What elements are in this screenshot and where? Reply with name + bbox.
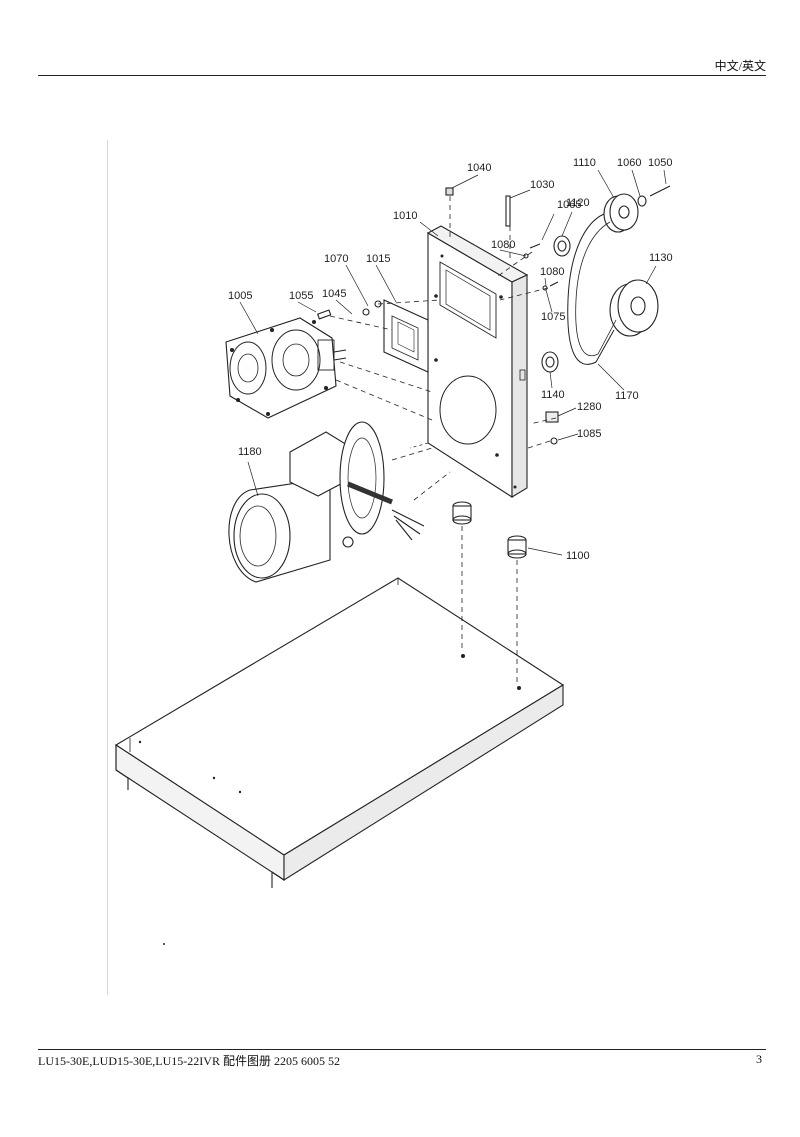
page-footer: LU15-30E,LUD15-30E,LU15-22IVR 配件图册 2205 … xyxy=(0,1040,800,1080)
part-label: 1030 xyxy=(530,179,554,191)
part-label: 1070 xyxy=(324,253,348,265)
gasket-plate xyxy=(383,299,429,373)
part-label: 1010 xyxy=(393,210,417,222)
rubber-mounts xyxy=(452,501,527,559)
part-label: 1060 xyxy=(617,157,641,169)
part-label: 1080 xyxy=(540,266,564,278)
part-label: 1130 xyxy=(649,252,673,264)
compressor-element xyxy=(225,317,347,419)
part-label: 1170 xyxy=(615,390,639,402)
leader-lines xyxy=(239,169,667,556)
page-header: 中文/英文 xyxy=(0,0,800,80)
pulleys-and-belt xyxy=(541,185,671,373)
mounting-plate xyxy=(409,225,529,499)
part-label: 1015 xyxy=(366,253,390,265)
part-label: 1110 xyxy=(573,157,596,169)
part-label: 1280 xyxy=(577,401,601,413)
part-label: 1140 xyxy=(541,389,565,401)
header-rule xyxy=(38,75,766,76)
part-label: 1180 xyxy=(238,446,262,458)
header-language: 中文/英文 xyxy=(714,59,766,73)
figure-margin-line xyxy=(107,140,108,995)
part-label: 1050 xyxy=(648,157,672,169)
assembly-guide-lines xyxy=(329,196,557,684)
part-label: 1080 xyxy=(491,239,515,251)
footer-rule xyxy=(38,1049,766,1050)
base-tray xyxy=(114,577,565,945)
part-label: 1040 xyxy=(467,162,491,174)
electric-motor xyxy=(228,421,425,583)
part-label: 1085 xyxy=(577,428,601,440)
part-label: 1075 xyxy=(541,311,565,323)
page-number: 3 xyxy=(756,1052,762,1066)
small-hardware xyxy=(316,187,559,445)
part-label: 1045 xyxy=(322,288,346,300)
part-number-labels: 1040 1030 1110 1060 1050 1010 1065 1120 … xyxy=(228,157,673,562)
part-label: 1055 xyxy=(289,290,313,302)
part-label: 1100 xyxy=(566,550,590,562)
part-label: 1120 xyxy=(566,197,590,209)
footer-doc-title: LU15-30E,LUD15-30E,LU15-22IVR 配件图册 2205 … xyxy=(38,1054,340,1068)
part-label: 1065 xyxy=(557,199,581,211)
part-label: 1005 xyxy=(228,290,252,302)
